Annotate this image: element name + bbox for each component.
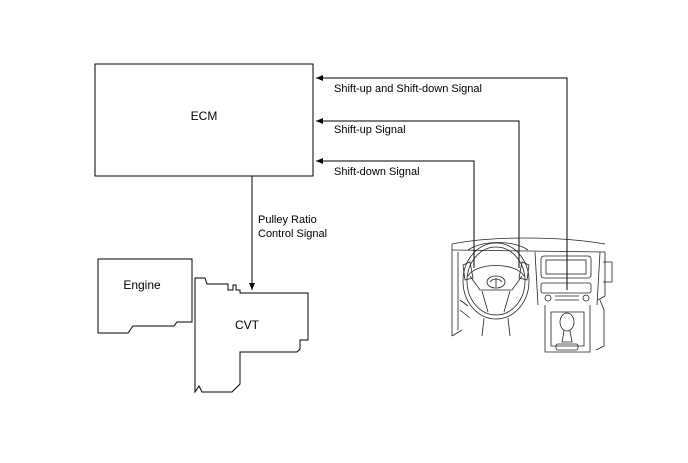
engine-shape: Engine	[97, 258, 193, 334]
pulley-ratio-label-line1: Pulley Ratio	[258, 214, 317, 226]
engine-label: Engine	[123, 278, 161, 292]
cvt-shape: CVT	[194, 277, 309, 394]
shift-up-down-signal-label: Shift-up and Shift-down Signal	[334, 83, 482, 95]
cvt-label: CVT	[235, 318, 260, 332]
shift-down-signal-line: Shift-down Signal	[316, 158, 475, 268]
pulley-ratio-signal-line: Pulley Ratio Control Signal	[249, 176, 327, 290]
ecm-label: ECM	[191, 109, 218, 123]
shift-up-signal-label: Shift-up Signal	[334, 124, 406, 136]
shift-up-signal-line: Shift-up Signal	[316, 118, 520, 268]
steering-wheel-icon	[462, 242, 530, 320]
pulley-ratio-label-line2: Control Signal	[258, 228, 327, 240]
dashboard-illustration-icon	[451, 237, 613, 353]
shift-down-signal-label: Shift-down Signal	[334, 166, 420, 178]
shift-lever-icon	[559, 312, 575, 343]
ecm-box: ECM	[94, 63, 314, 177]
shift-up-down-signal-line: Shift-up and Shift-down Signal	[316, 75, 568, 290]
